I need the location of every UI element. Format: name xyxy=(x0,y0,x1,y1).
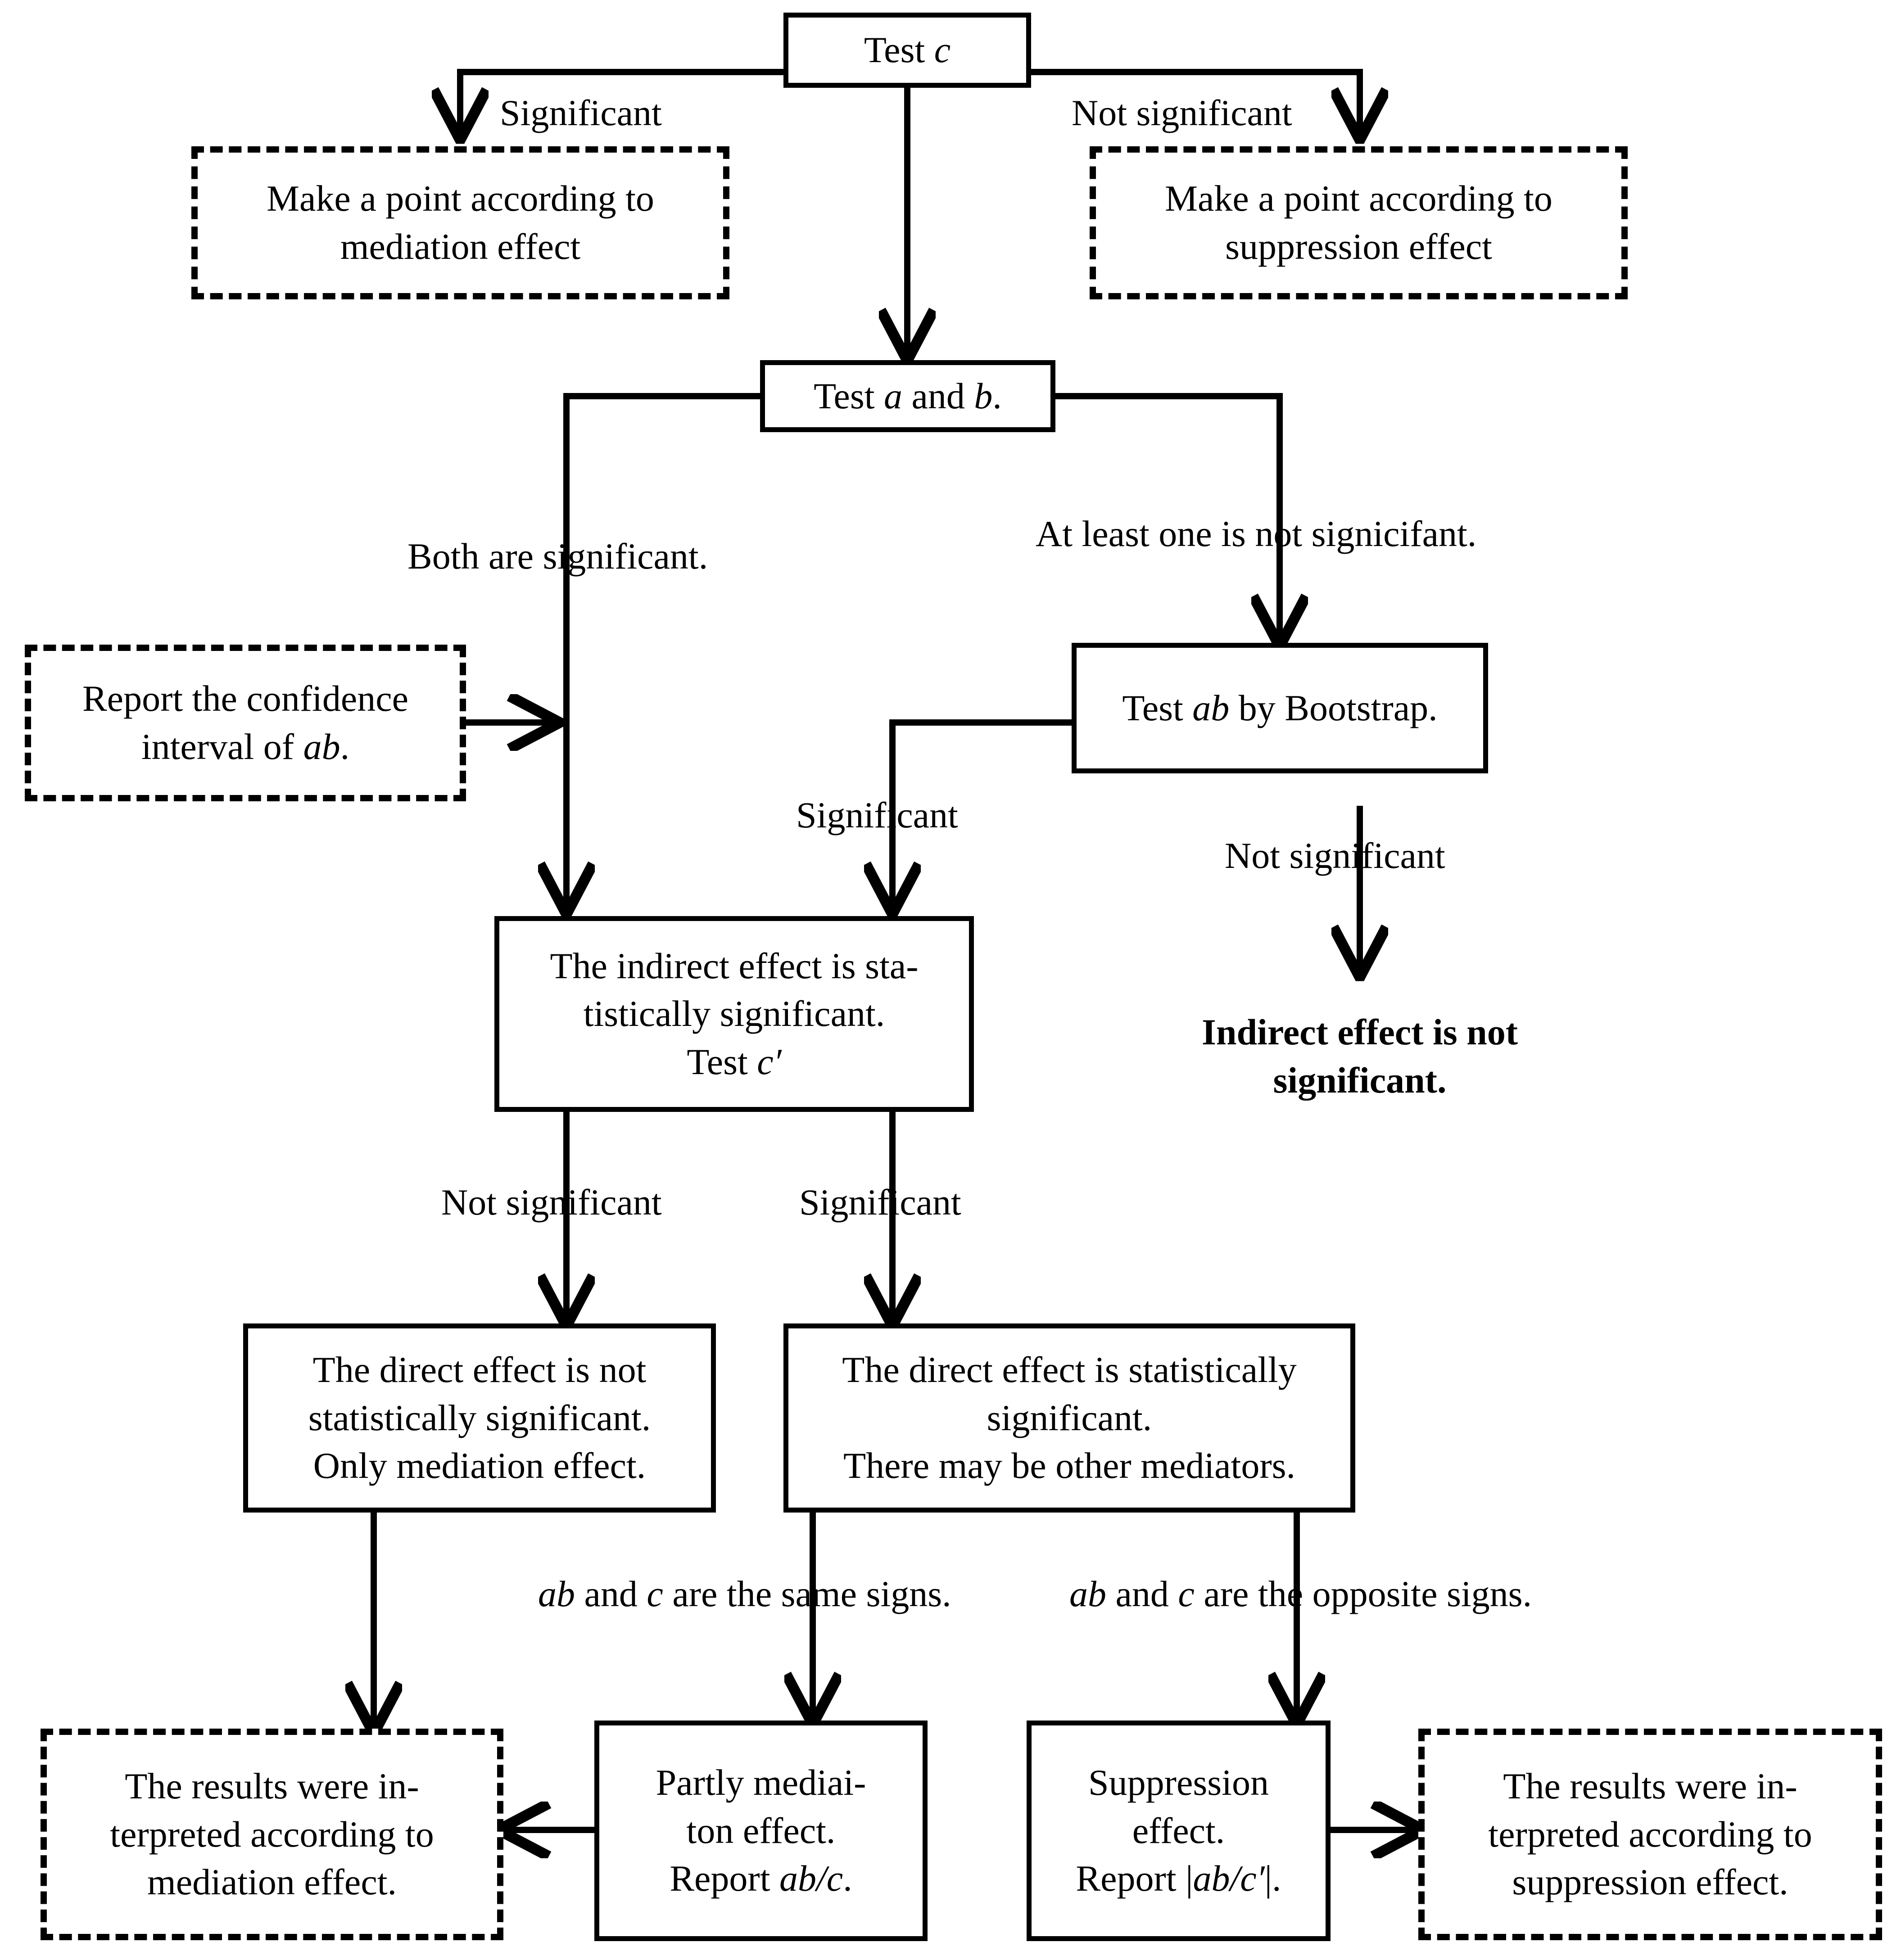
node-make-point-suppression-label: Make a point according to suppression ef… xyxy=(1165,178,1552,267)
edge-testab-to-indirectsig xyxy=(566,393,783,909)
edge-testab-to-bootstrap xyxy=(1032,393,1280,641)
edge-label-c-not-significant: Not significant xyxy=(1072,92,1292,133)
node-results-interpreted-suppression-label: The results were in- terpreted according… xyxy=(1488,1766,1812,1903)
node-results-interpreted-mediation-label: The results were in- terpreted according… xyxy=(110,1766,434,1903)
node-test-c-label: Test c xyxy=(864,29,951,71)
edge-label-at-least-one-not-significant: At least one is not signicifant. xyxy=(1036,513,1477,554)
node-indirect-effect-significant-label: The indirect effect is sta- tistically s… xyxy=(550,945,919,1082)
node-direct-effect-significant[interactable]: The direct effect is statistically signi… xyxy=(783,1323,1355,1513)
edge-label-same-signs: ab and c are the same signs. xyxy=(538,1573,951,1614)
node-results-interpreted-suppression[interactable]: The results were in- terpreted according… xyxy=(1418,1729,1882,1940)
node-report-confidence-interval[interactable]: Report the confidence interval of ab. xyxy=(25,645,466,801)
node-test-a-and-b-label: Test a and b. xyxy=(814,375,1002,416)
node-test-c[interactable]: Test c xyxy=(783,13,1031,88)
edge-label-cprime-significant: Significant xyxy=(799,1182,961,1223)
edge-label-c-significant: Significant xyxy=(500,92,662,133)
node-test-ab-bootstrap-label: Test ab by Bootstrap. xyxy=(1122,687,1438,728)
node-partly-mediation-effect[interactable]: Partly mediai- ton effect. Report ab/c. xyxy=(594,1721,928,1941)
node-indirect-effect-not-significant: Indirect effect is not significant. xyxy=(1201,1012,1518,1101)
node-results-interpreted-mediation[interactable]: The results were in- terpreted according… xyxy=(41,1729,503,1940)
node-test-ab-bootstrap[interactable]: Test ab by Bootstrap. xyxy=(1072,643,1488,773)
node-make-point-suppression[interactable]: Make a point according to suppression ef… xyxy=(1090,146,1628,299)
edge-testc-to-mediation xyxy=(460,69,783,135)
node-partly-mediation-effect-label: Partly mediai- ton effect. Report ab/c. xyxy=(656,1762,866,1899)
edge-label-opposite-signs: ab and c are the opposite signs. xyxy=(1069,1573,1532,1614)
node-suppression-effect[interactable]: Suppression effect. Report |ab/c′|. xyxy=(1027,1721,1331,1941)
edge-label-both-significant: Both are significant. xyxy=(407,536,708,577)
edge-label-cprime-not-significant: Not significant xyxy=(441,1182,662,1223)
node-direct-effect-significant-label: The direct effect is statistically signi… xyxy=(842,1349,1297,1486)
node-make-point-mediation[interactable]: Make a point according to mediation effe… xyxy=(191,146,729,299)
node-direct-effect-not-significant[interactable]: The direct effect is not statistically s… xyxy=(243,1323,716,1513)
edge-label-bootstrap-not-significant: Not significant xyxy=(1225,835,1445,876)
node-test-a-and-b[interactable]: Test a and b. xyxy=(760,360,1055,432)
node-make-point-mediation-label: Make a point according to mediation effe… xyxy=(267,178,654,267)
node-suppression-effect-label: Suppression effect. Report |ab/c′|. xyxy=(1076,1762,1281,1899)
edge-bootstrap-significant xyxy=(892,719,1072,909)
node-indirect-effect-significant[interactable]: The indirect effect is sta- tistically s… xyxy=(494,916,974,1112)
node-report-confidence-interval-label: Report the confidence interval of ab. xyxy=(82,678,409,767)
edge-testc-to-suppression xyxy=(1031,69,1360,135)
edge-label-bootstrap-significant: Significant xyxy=(796,795,958,835)
node-direct-effect-not-significant-label: The direct effect is not statistically s… xyxy=(308,1349,651,1486)
